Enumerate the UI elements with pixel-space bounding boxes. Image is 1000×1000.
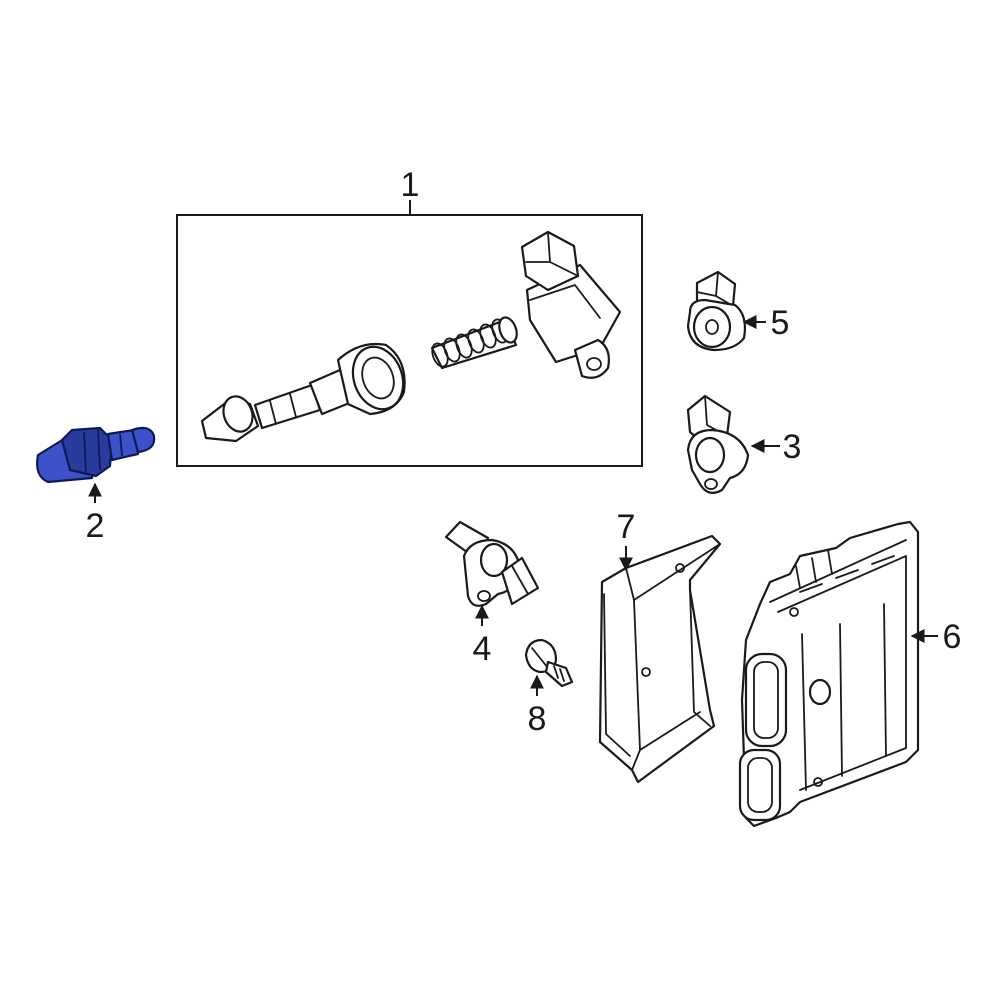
ignition-coil-boot: [200, 342, 406, 443]
part-5-sensor[interactable]: [686, 270, 747, 352]
part-4-sensor[interactable]: [444, 520, 540, 607]
callout-8[interactable]: 8: [528, 700, 547, 738]
part-2-sensor-highlighted[interactable]: [36, 426, 156, 484]
part-2-hex: [60, 426, 114, 478]
ignition-coil-spring: [430, 316, 518, 370]
callout-1[interactable]: 1: [401, 166, 420, 204]
part-8-bolt[interactable]: [524, 638, 574, 688]
callout-7[interactable]: 7: [617, 508, 636, 546]
callout-6[interactable]: 6: [943, 618, 962, 656]
part-6-ecm[interactable]: [738, 520, 920, 828]
part-3-sensor[interactable]: [686, 394, 750, 495]
part-2-tip: [130, 426, 156, 454]
leader-lines: [88, 200, 938, 696]
part-7-bracket[interactable]: [598, 534, 722, 784]
callout-labels: 1 2 3 4 5 6 7 8: [86, 166, 962, 738]
callout-5[interactable]: 5: [771, 304, 790, 342]
part-1-ignition-coil-assembly[interactable]: [176, 214, 643, 467]
part-2-shaft: [106, 428, 140, 462]
callout-4[interactable]: 4: [473, 630, 492, 668]
callout-3[interactable]: 3: [783, 428, 802, 466]
ignition-coil-body: [520, 230, 622, 379]
callout-2[interactable]: 2: [86, 507, 105, 545]
